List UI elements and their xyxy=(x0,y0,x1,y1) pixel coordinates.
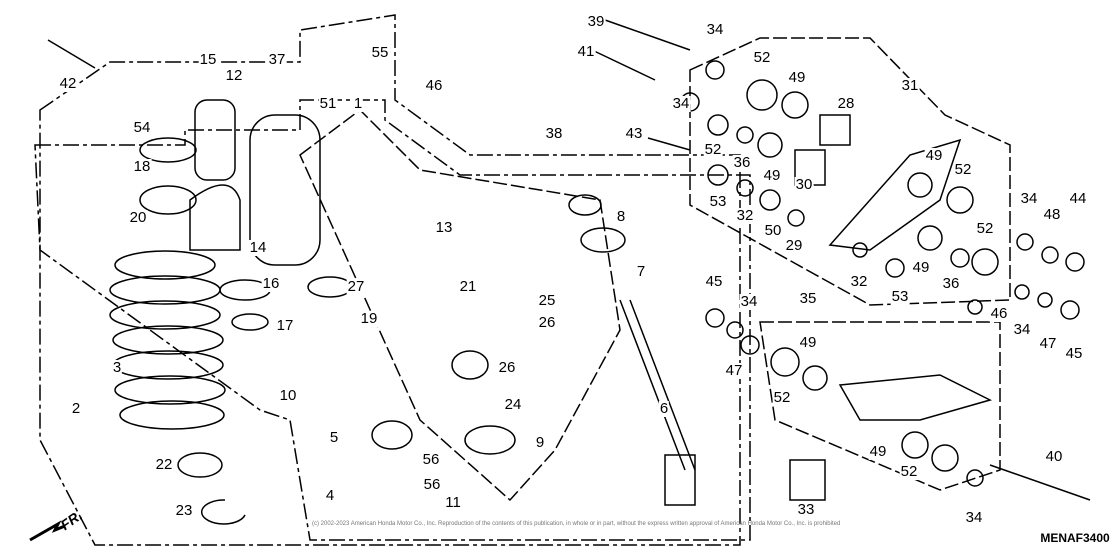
part-label[interactable]: 1 xyxy=(352,95,364,112)
part-label[interactable]: 45 xyxy=(704,273,724,290)
part-label[interactable]: 10 xyxy=(278,387,298,404)
part-label[interactable]: 7 xyxy=(635,263,647,280)
part-label[interactable]: 34 xyxy=(1012,321,1032,338)
part-label[interactable]: 30 xyxy=(794,176,814,193)
part-label[interactable]: 56 xyxy=(421,451,441,468)
part-label[interactable]: 52 xyxy=(953,161,973,178)
part-label[interactable]: 6 xyxy=(658,400,670,417)
part-label[interactable]: 2 xyxy=(70,400,82,417)
link-boundary xyxy=(689,37,1011,306)
part-label[interactable]: 54 xyxy=(132,119,152,136)
part-label[interactable]: 48 xyxy=(1042,206,1062,223)
part-label[interactable]: 15 xyxy=(198,51,218,68)
part-label[interactable]: 51 xyxy=(318,95,338,112)
part-label[interactable]: 31 xyxy=(900,77,920,94)
shock-assembly-boundary xyxy=(39,14,741,546)
part-label[interactable]: 3 xyxy=(111,359,123,376)
part-label[interactable]: 52 xyxy=(975,220,995,237)
part-label[interactable]: 38 xyxy=(544,125,564,142)
part-label[interactable]: 47 xyxy=(724,362,744,379)
part-label[interactable]: 42 xyxy=(58,75,78,92)
part-label[interactable]: 53 xyxy=(890,288,910,305)
part-label[interactable]: 55 xyxy=(370,44,390,61)
part-label[interactable]: 53 xyxy=(708,193,728,210)
part-label[interactable]: 8 xyxy=(615,208,627,225)
part-label[interactable]: 39 xyxy=(586,13,606,30)
part-label[interactable]: 49 xyxy=(924,147,944,164)
front-arrow-icon xyxy=(29,520,66,542)
arm-boundary xyxy=(759,321,1001,491)
part-label[interactable]: 4 xyxy=(324,487,336,504)
part-label[interactable]: 27 xyxy=(346,278,366,295)
part-label[interactable]: 18 xyxy=(132,158,152,175)
part-label[interactable]: 35 xyxy=(798,290,818,307)
part-label[interactable]: 50 xyxy=(763,222,783,239)
part-label[interactable]: 49 xyxy=(911,259,931,276)
part-label[interactable]: 36 xyxy=(732,154,752,171)
part-label[interactable]: 32 xyxy=(735,207,755,224)
spring-drawing xyxy=(109,250,226,430)
part-label[interactable]: 14 xyxy=(248,239,268,256)
part-label[interactable]: 34 xyxy=(964,509,984,526)
part-label[interactable]: 26 xyxy=(537,314,557,331)
copyright-notice: (c) 2002-2023 American Honda Motor Co., … xyxy=(312,521,841,527)
part-label[interactable]: 33 xyxy=(796,501,816,518)
part-label[interactable]: 43 xyxy=(624,125,644,142)
part-label[interactable]: 34 xyxy=(705,21,725,38)
part-label[interactable]: 52 xyxy=(772,389,792,406)
part-label[interactable]: 49 xyxy=(798,334,818,351)
part-label[interactable]: 25 xyxy=(537,292,557,309)
part-label[interactable]: 23 xyxy=(174,502,194,519)
part-label[interactable]: 24 xyxy=(503,396,523,413)
part-label[interactable]: 41 xyxy=(576,43,596,60)
part-label[interactable]: 12 xyxy=(224,67,244,84)
part-label[interactable]: 34 xyxy=(739,293,759,310)
part-label[interactable]: 56 xyxy=(422,476,442,493)
part-label[interactable]: 52 xyxy=(752,49,772,66)
part-label[interactable]: 13 xyxy=(434,219,454,236)
part-label[interactable]: 49 xyxy=(787,69,807,86)
part-label[interactable]: 49 xyxy=(762,167,782,184)
part-label[interactable]: 37 xyxy=(267,51,287,68)
part-label[interactable]: 17 xyxy=(275,317,295,334)
part-label[interactable]: 19 xyxy=(359,310,379,327)
part-label[interactable]: 44 xyxy=(1068,190,1088,207)
diagram-code: MENAF3400 xyxy=(1040,531,1110,545)
part-label[interactable]: 46 xyxy=(424,77,444,94)
part-label[interactable]: 52 xyxy=(899,463,919,480)
part-label[interactable]: 11 xyxy=(444,494,462,511)
damper-boundary xyxy=(299,109,621,502)
part-label[interactable]: 34 xyxy=(671,95,691,112)
part-label[interactable]: 40 xyxy=(1044,448,1064,465)
part-label[interactable]: 16 xyxy=(261,275,281,292)
part-label[interactable]: 46 xyxy=(989,305,1009,322)
part-label[interactable]: 32 xyxy=(849,273,869,290)
part-label[interactable]: 28 xyxy=(836,95,856,112)
part-label[interactable]: 36 xyxy=(941,275,961,292)
part-label[interactable]: 5 xyxy=(328,429,340,446)
part-label[interactable]: 26 xyxy=(497,359,517,376)
part-label[interactable]: 47 xyxy=(1038,335,1058,352)
part-label[interactable]: 9 xyxy=(534,434,546,451)
part-label[interactable]: 45 xyxy=(1064,345,1084,362)
part-label[interactable]: 29 xyxy=(784,237,804,254)
part-label[interactable]: 22 xyxy=(154,456,174,473)
part-label[interactable]: 20 xyxy=(128,209,148,226)
part-label[interactable]: 49 xyxy=(868,443,888,460)
part-label[interactable]: 21 xyxy=(458,278,478,295)
part-label[interactable]: 52 xyxy=(703,141,723,158)
part-label[interactable]: 34 xyxy=(1019,190,1039,207)
